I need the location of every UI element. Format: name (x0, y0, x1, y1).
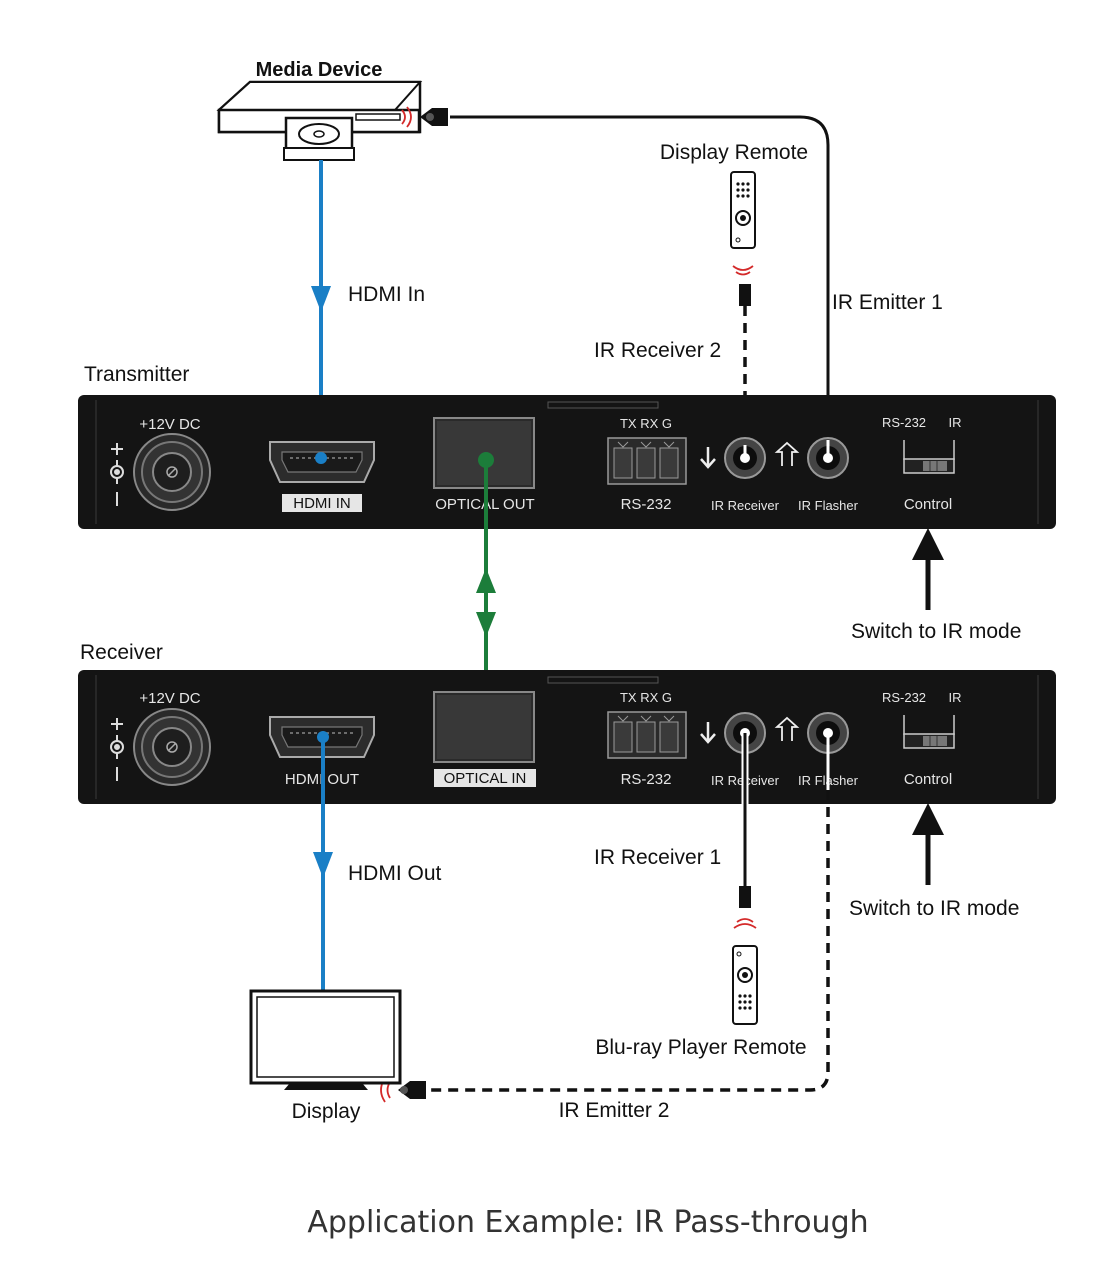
transmitter-control-label: Control (904, 496, 952, 513)
media-device-label: Media Device (256, 59, 383, 81)
bluray-remote-icon (732, 918, 758, 1025)
transmitter-rs232-label: RS-232 (621, 496, 672, 513)
ir-receiver-2-cable (739, 284, 751, 445)
transmitter-control-ir: IR (949, 415, 962, 430)
receiver-title: Receiver (80, 641, 163, 664)
receiver-rs232-label: RS-232 (621, 771, 672, 788)
ir-emitter-2-label: IR Emitter 2 (559, 1099, 670, 1122)
display-icon (249, 989, 402, 1090)
transmitter-control-switch (903, 440, 955, 474)
ir-receiver-2-label: IR Receiver 2 (594, 339, 721, 362)
display-label: Display (292, 1100, 361, 1123)
transmitter-rs232-pins: TX RX G (620, 416, 672, 431)
transmitter-ir-receiver-arrow-icon (700, 447, 716, 469)
receiver-control-switch (903, 715, 955, 749)
ir-emitter-1-label: IR Emitter 1 (832, 291, 943, 314)
transmitter-title: Transmitter (84, 363, 189, 386)
transmitter-ir-flasher-label: IR Flasher (798, 498, 859, 513)
transmitter-rs232-terminal (607, 437, 687, 485)
hdmi-out-label: HDMI Out (348, 862, 442, 885)
receiver-switch-arrow (912, 803, 944, 885)
receiver-polarity-icon (110, 718, 124, 781)
media-device-icon (216, 80, 423, 161)
transmitter-polarity-icon (110, 443, 124, 506)
ir-receiver-1-label: IR Receiver 1 (594, 846, 721, 869)
receiver-rs232-terminal (607, 711, 687, 759)
bluray-remote-label: Blu-ray Player Remote (595, 1036, 806, 1059)
receiver-optical-label: OPTICAL IN (444, 770, 527, 787)
receiver-switch-note: Switch to IR mode (849, 897, 1019, 920)
receiver-power-jack (133, 708, 211, 786)
receiver-control-ir: IR (949, 690, 962, 705)
receiver-control-label: Control (904, 771, 952, 788)
diagram-caption: Application Example: IR Pass-through (307, 1205, 868, 1240)
ir-emitter-2-cable (380, 728, 833, 1103)
ir-emitter-1-cable (420, 108, 830, 440)
transmitter-ir-receiver-label: IR Receiver (711, 498, 780, 513)
receiver-ir-receiver-arrow-icon (700, 722, 716, 744)
receiver-power-label: +12V DC (139, 690, 200, 707)
display-remote-icon (730, 171, 756, 276)
transmitter-ir-flasher-arrow-icon (774, 441, 800, 466)
transmitter-control-rs232: RS-232 (882, 415, 926, 430)
hdmi-in-label: HDMI In (348, 283, 425, 306)
transmitter-switch-note: Switch to IR mode (851, 620, 1021, 643)
receiver-control-rs232: RS-232 (882, 690, 926, 705)
transmitter-hdmi-label: HDMI IN (293, 495, 351, 512)
receiver-ir-flasher-arrow-icon (774, 716, 800, 741)
transmitter-switch-arrow (912, 528, 944, 610)
hdmi-out-line (313, 731, 333, 992)
receiver-rs232-pins: TX RX G (620, 690, 672, 705)
receiver-optical-port (433, 691, 535, 763)
ir-receiver-1-cable (739, 728, 751, 908)
transmitter-power-label: +12V DC (139, 416, 200, 433)
display-remote-label: Display Remote (660, 141, 808, 164)
transmitter-power-jack (133, 433, 211, 511)
